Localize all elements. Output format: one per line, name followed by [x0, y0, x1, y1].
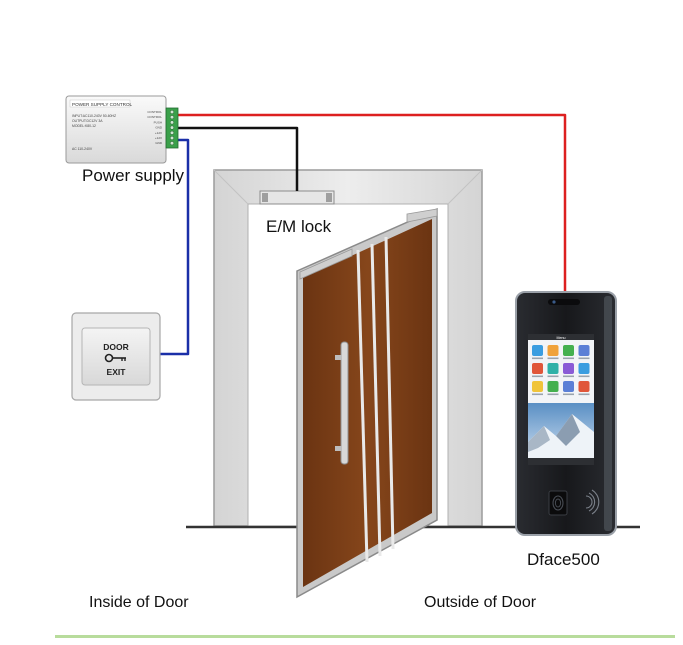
red-wire	[177, 113, 567, 292]
app-tile-icon	[563, 381, 574, 392]
app-tile-icon	[532, 381, 543, 392]
app-tile-icon	[532, 345, 543, 356]
exit-button-line2: EXIT	[107, 367, 127, 377]
em-lock-label: E/M lock	[266, 217, 332, 236]
app-tile-caption	[547, 357, 559, 360]
terminal-screw	[169, 130, 175, 135]
terminal-screw	[169, 141, 175, 146]
em-lock	[259, 190, 335, 205]
app-tile-icon	[547, 381, 559, 392]
exit-button-line1: DOOR	[103, 342, 129, 352]
app-tile-caption	[578, 357, 590, 360]
blue-wire	[160, 138, 190, 356]
terminal-label: PUSH	[154, 120, 162, 124]
terminal-screw	[169, 109, 175, 115]
app-tile-caption	[563, 375, 574, 378]
device-screen: Menu	[528, 334, 594, 465]
app-tile-icon	[547, 363, 559, 374]
terminal-screw	[169, 135, 175, 141]
app-tile-caption	[578, 393, 590, 396]
svg-text:OUTPUT:DC12V 3A: OUTPUT:DC12V 3A	[72, 119, 103, 123]
app-tile-caption	[578, 375, 590, 378]
app-tile-caption	[532, 357, 543, 360]
terminal-label: +12V	[155, 136, 162, 140]
outside-of-door-label: Outside of Door	[424, 594, 537, 611]
app-tile-icon	[563, 363, 574, 374]
svg-text:MODEL:K80-12: MODEL:K80-12	[72, 124, 96, 128]
terminal-label: CONTROL	[147, 110, 162, 114]
app-tile-caption	[563, 357, 574, 360]
svg-text:INPUT:AC110-240V 50-60HZ: INPUT:AC110-240V 50-60HZ	[72, 114, 116, 118]
app-tile-caption	[547, 393, 559, 396]
app-tile-icon	[547, 345, 559, 356]
app-tile-icon	[532, 363, 543, 374]
app-tile-caption	[532, 393, 543, 396]
terminal-screw	[169, 115, 175, 120]
svg-text:AC 110-240V: AC 110-240V	[72, 147, 93, 151]
key-icon	[104, 353, 126, 363]
app-tile-icon	[563, 345, 574, 356]
door-leaf	[296, 207, 438, 599]
app-tile-caption	[563, 393, 574, 396]
terminal-label: CONTROL	[147, 115, 162, 119]
terminal-label: GND	[155, 141, 163, 145]
fingerprint-icon	[548, 490, 568, 516]
terminal-screw	[169, 120, 175, 125]
nfc-icon	[585, 489, 600, 515]
terminal-label: +12V	[155, 131, 162, 135]
screen-header: Menu	[557, 336, 566, 340]
terminal-screw	[169, 125, 175, 130]
wires	[160, 113, 567, 356]
power-supply-label: Power supply	[82, 166, 185, 185]
app-tile-icon	[578, 345, 590, 356]
app-tile-caption	[532, 375, 543, 378]
app-tile-caption	[547, 375, 559, 378]
psu-title: POWER SUPPLY CONTROL	[72, 102, 133, 107]
bottom-accent-line	[55, 635, 675, 638]
device-label: Dface500	[527, 550, 600, 569]
inside-of-door-label: Inside of Door	[89, 594, 189, 611]
app-tile-icon	[578, 381, 590, 392]
black-wire	[177, 126, 299, 191]
exit-button: DOOR EXIT	[71, 312, 161, 401]
door-handle	[335, 341, 349, 465]
power-supply-unit: POWER SUPPLY CONTROL INPUT:AC110-240V 50…	[65, 95, 179, 164]
dface500-terminal: Menu	[515, 291, 617, 536]
app-tile-icon	[578, 363, 590, 374]
terminal-label: GND	[155, 126, 163, 130]
